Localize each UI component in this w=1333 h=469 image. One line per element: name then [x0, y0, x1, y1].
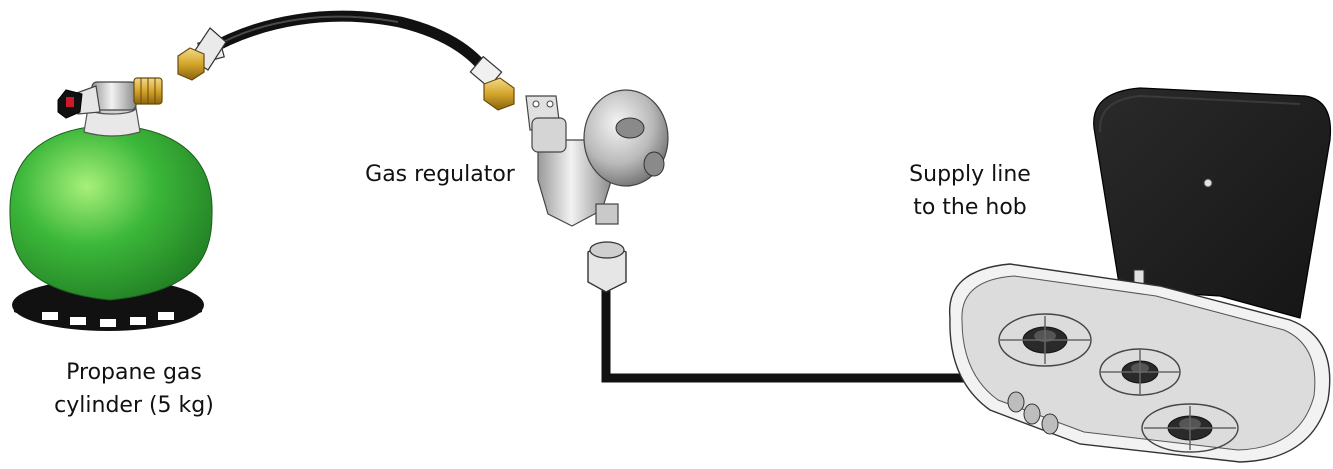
supply-line-label-line1: Supply line	[909, 162, 1031, 187]
cylinder-label-line1: Propane gas	[66, 360, 202, 385]
supply-line-label-line2: to the hob	[913, 195, 1027, 220]
cylinder-label: Propane gas cylinder (5 kg)	[24, 356, 244, 422]
regulator-label-text: Gas regulator	[365, 162, 515, 187]
supply-line-label: Supply line to the hob	[880, 158, 1060, 224]
supply-line-icon	[587, 241, 968, 383]
gas-hob-icon	[948, 87, 1332, 463]
cylinder-label-line2: cylinder (5 kg)	[54, 393, 214, 418]
gas-cylinder-icon	[9, 77, 213, 331]
gas-regulator-icon	[525, 89, 669, 227]
regulator-label: Gas regulator	[350, 158, 530, 191]
gas-hose-icon	[177, 10, 515, 111]
